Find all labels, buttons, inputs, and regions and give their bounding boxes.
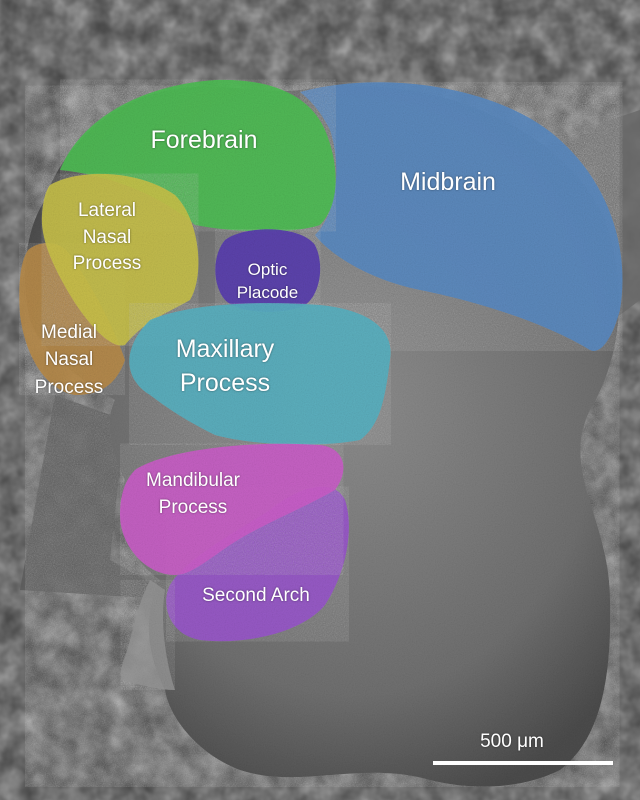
maxillary-label: Maxillary Process [175, 335, 275, 397]
medial-nasal-label: Medial Nasal Process [34, 322, 104, 398]
forebrain-label: Forebrain [150, 126, 258, 154]
midbrain-label: Midbrain [400, 168, 496, 196]
second-arch-region [166, 486, 349, 642]
midbrain-region [300, 82, 623, 351]
optic-placode-label: Optic Placode [236, 260, 299, 303]
second-arch-label: Second Arch [202, 585, 310, 606]
forebrain-region [60, 79, 336, 232]
optic-placode-region [215, 229, 321, 312]
scale-bar [433, 761, 613, 765]
lateral-nasal-label: Lateral Nasal Process [72, 200, 142, 274]
lateral-nasal-region [41, 173, 199, 346]
scale-bar-label: 500 μm [480, 731, 544, 752]
torn-tissue-edge [120, 580, 175, 690]
mandibular-label: Mandibular Process [146, 470, 240, 519]
maxillary-region [129, 303, 391, 445]
mount-plate-left [20, 395, 180, 600]
medial-nasal-region [19, 243, 125, 395]
mandibular-region [120, 443, 344, 575]
